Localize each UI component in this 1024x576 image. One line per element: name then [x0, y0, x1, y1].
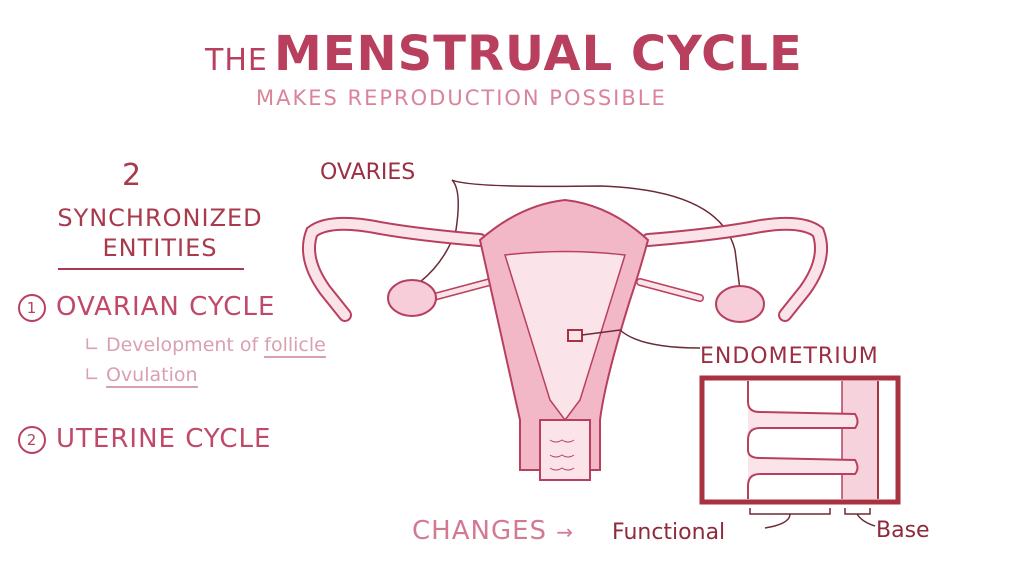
ovaries-label: OVARIES — [320, 160, 416, 185]
right-ovary — [715, 285, 765, 323]
changes-label: CHANGES → — [412, 516, 575, 546]
corner-bullet-icon: ∟ — [84, 364, 106, 386]
subitem-ovulation: ∟ Ovulation — [84, 364, 198, 388]
sample-marker — [567, 329, 583, 342]
entity-count: 2 — [122, 158, 142, 193]
item-ovarian-cycle: 1 OVARIAN CYCLE — [18, 292, 275, 322]
heading-underline — [58, 268, 244, 270]
item-label: UTERINE CYCLE — [56, 424, 272, 454]
item-label: OVARIAN CYCLE — [56, 292, 276, 322]
title-main: MENSTRUAL CYCLE — [273, 26, 803, 82]
arrow-right-icon: → — [556, 520, 575, 544]
ovaries-leader-line — [451, 179, 741, 291]
uterine-cavity — [504, 250, 626, 422]
title-prefix: THE — [205, 43, 268, 78]
ovulation-term: Ovulation — [105, 364, 198, 388]
follicle-term: follicle — [264, 334, 326, 358]
left-ovary — [387, 279, 437, 317]
corner-bullet-icon: ∟ — [84, 334, 106, 356]
number-circle-icon: 2 — [18, 425, 46, 454]
page-title: THE MENSTRUAL CYCLE — [205, 26, 803, 82]
subtitle: MAKES REPRODUCTION POSSIBLE — [256, 86, 667, 110]
functional-label: Functional — [612, 520, 726, 545]
entities-heading: SYNCHRONIZED ENTITIES — [57, 204, 263, 262]
subitem-development: ∟ Development of follicle — [84, 334, 326, 358]
item-uterine-cycle: 2 UTERINE CYCLE — [18, 424, 271, 454]
endometrium-label: ENDOMETRIUM — [700, 344, 879, 369]
base-label: Base — [876, 518, 930, 543]
number-circle-icon: 1 — [18, 293, 46, 322]
endometrium-leader-line — [581, 329, 701, 349]
